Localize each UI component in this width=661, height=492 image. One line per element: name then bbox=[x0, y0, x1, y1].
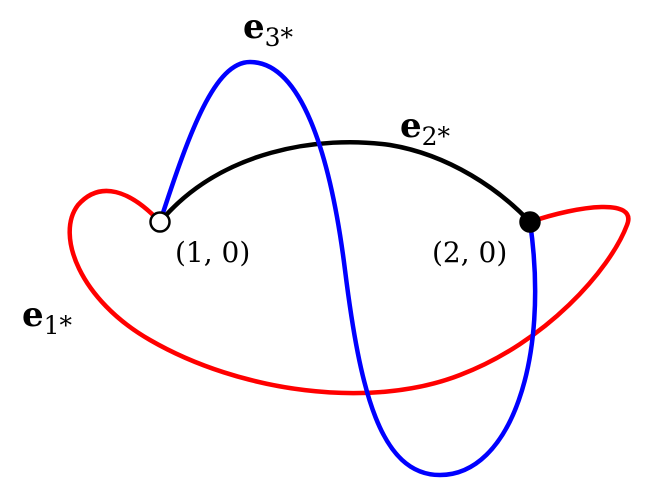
edge-label-e2: e2* bbox=[400, 106, 451, 151]
vertex-left-open-dot bbox=[149, 211, 171, 233]
edge-label-e2-sub: 2* bbox=[422, 122, 451, 151]
edge-label-e1: e1* bbox=[22, 295, 73, 340]
edge-label-e2-main: e bbox=[400, 106, 422, 146]
edge-label-e3-sub: 3* bbox=[265, 23, 294, 52]
vertex-left-label: (1, 0) bbox=[175, 236, 250, 269]
edge-e1 bbox=[67, 188, 631, 396]
edge-label-e1-main: e bbox=[22, 295, 44, 335]
edge-label-e3: e3* bbox=[243, 7, 294, 52]
vertex-right-filled-dot bbox=[519, 211, 541, 233]
edge-label-e3-main: e bbox=[243, 7, 265, 47]
vertex-right-label: (2, 0) bbox=[432, 236, 507, 269]
edge-e2 bbox=[157, 139, 533, 225]
edge-e3 bbox=[157, 59, 538, 478]
edge-label-e1-sub: 1* bbox=[44, 311, 73, 340]
